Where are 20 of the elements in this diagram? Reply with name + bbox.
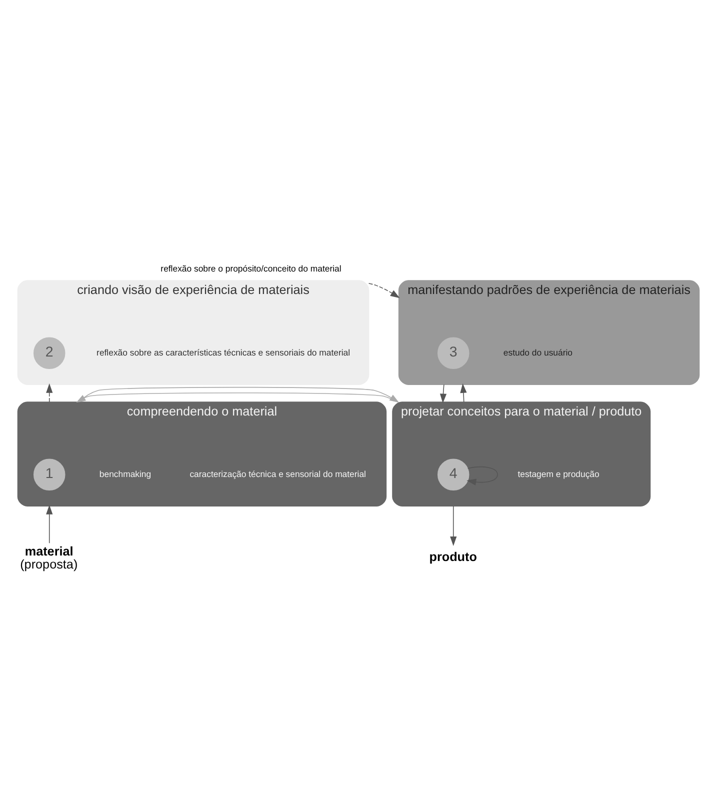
node-label: estudo do usuário xyxy=(503,346,573,357)
arrow xyxy=(440,384,447,403)
node-text: produto xyxy=(429,550,477,564)
node-circle: 1 xyxy=(33,458,66,490)
node-circle: 2 xyxy=(33,336,66,369)
arrow xyxy=(466,466,498,485)
node-label: reflexão sobre as características técnicas e sensoriais do material xyxy=(96,346,350,357)
node-label: benchmaking xyxy=(99,468,152,478)
arrow xyxy=(368,282,400,298)
node-circle: 4 xyxy=(437,458,470,490)
node-label: caracterização técnica e sensorial do material xyxy=(190,468,366,478)
arrow xyxy=(450,505,457,546)
arrow xyxy=(46,382,53,402)
edge-label: reflexão sobre o propósito/conceito do material xyxy=(160,263,342,274)
node-text: material (proposta) xyxy=(20,544,78,571)
node-circle: 3 xyxy=(437,336,470,369)
node-label: testagem e produção xyxy=(518,468,600,478)
arrow xyxy=(46,504,53,544)
arrow xyxy=(460,382,467,402)
arrow xyxy=(78,386,400,402)
